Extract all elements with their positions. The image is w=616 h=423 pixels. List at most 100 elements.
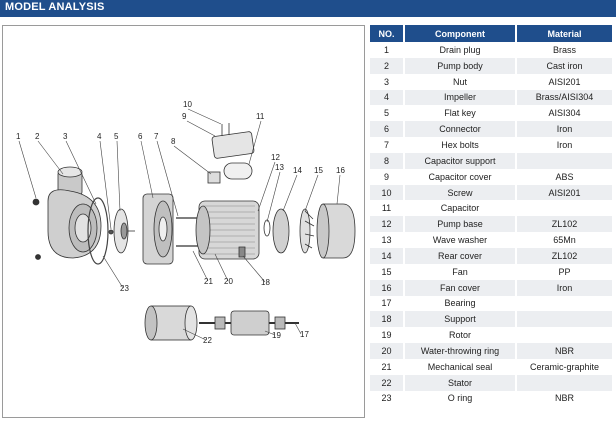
callout-18: 18 (261, 278, 270, 287)
callout-22: 22 (203, 336, 212, 345)
rear-cover-part (272, 208, 290, 254)
cell-component: O ring (404, 390, 517, 407)
cell-material (516, 311, 612, 328)
callout-4: 4 (97, 132, 102, 141)
capacitor-support-part (207, 171, 221, 184)
cell-component: Flat key (404, 105, 517, 122)
cell-no: 10 (370, 184, 405, 201)
table-header-row: NO. Component Material (370, 25, 612, 42)
cell-no: 19 (370, 327, 405, 344)
cell-component: Capacitor cover (404, 168, 517, 185)
capacitor-part (223, 162, 253, 180)
cell-material (516, 374, 612, 391)
cell-component: Capacitor support (404, 152, 517, 169)
cell-no: 6 (370, 121, 405, 138)
cell-material (516, 295, 612, 312)
callout-11: 11 (256, 112, 265, 121)
cell-material: Ceramic-graphite (516, 358, 612, 375)
cell-no: 17 (370, 295, 405, 312)
support-part (238, 246, 246, 258)
cell-material: ABS (516, 168, 612, 185)
cell-no: 8 (370, 152, 405, 169)
cell-no: 20 (370, 343, 405, 359)
cell-material: Iron (516, 121, 612, 138)
cell-component: Drain plug (404, 42, 517, 58)
stator-part (144, 305, 198, 341)
cell-no: 23 (370, 390, 405, 407)
cell-material: Brass (516, 42, 612, 58)
cell-material: AISI201 (516, 184, 612, 201)
callout-3: 3 (63, 132, 68, 141)
callout-21: 21 (204, 277, 213, 286)
cell-no: 3 (370, 73, 405, 90)
pump-body-part (47, 166, 102, 259)
callout-17: 17 (300, 330, 309, 339)
o-ring-part (87, 197, 109, 265)
cell-component: Fan cover (404, 279, 517, 296)
callout-23: 23 (120, 284, 129, 293)
callout-15: 15 (314, 166, 323, 175)
cell-material: AISI304 (516, 105, 612, 122)
cell-component: Screw (404, 184, 517, 201)
wave-washer-part (263, 219, 271, 237)
cell-component: Connector (404, 121, 517, 138)
cell-component: Water-throwing ring (404, 343, 517, 359)
cell-material (516, 152, 612, 169)
callout-6: 6 (138, 132, 143, 141)
fan-part (299, 208, 315, 254)
cell-component: Stator (404, 374, 517, 391)
callout-16: 16 (336, 166, 345, 175)
cell-component: Bearing (404, 295, 517, 312)
cell-component: Wave washer (404, 232, 517, 248)
callout-8: 8 (171, 137, 176, 146)
cell-material: 65Mn (516, 232, 612, 248)
cell-no: 14 (370, 247, 405, 264)
cell-material: Iron (516, 279, 612, 296)
column-header-component: Component (404, 25, 517, 42)
capacitor-cover-part (211, 131, 255, 159)
cell-material: AISI201 (516, 73, 612, 90)
cell-material: Iron (516, 137, 612, 153)
callout-19: 19 (272, 331, 281, 340)
callout-13: 13 (275, 163, 284, 172)
rotor-part (199, 310, 299, 336)
drain-plug-part (32, 198, 40, 206)
callout-2: 2 (35, 132, 40, 141)
cell-no: 13 (370, 232, 405, 248)
callout-20: 20 (224, 277, 233, 286)
column-header-no: NO. (370, 25, 405, 42)
callout-9: 9 (182, 112, 187, 121)
cell-component: Support (404, 311, 517, 328)
callout-14: 14 (293, 166, 302, 175)
cell-material: Brass/AISI304 (516, 89, 612, 106)
cell-component: Mechanical seal (404, 358, 517, 375)
cell-no: 7 (370, 137, 405, 153)
cell-no: 1 (370, 42, 405, 58)
cell-material: ZL102 (516, 216, 612, 233)
cell-component: Fan (404, 263, 517, 280)
callout-10: 10 (183, 100, 192, 109)
cell-material: ZL102 (516, 247, 612, 264)
page-title: MODEL ANALYSIS (5, 1, 105, 13)
callout-5: 5 (114, 132, 119, 141)
cell-no: 21 (370, 358, 405, 375)
cell-no: 16 (370, 279, 405, 296)
